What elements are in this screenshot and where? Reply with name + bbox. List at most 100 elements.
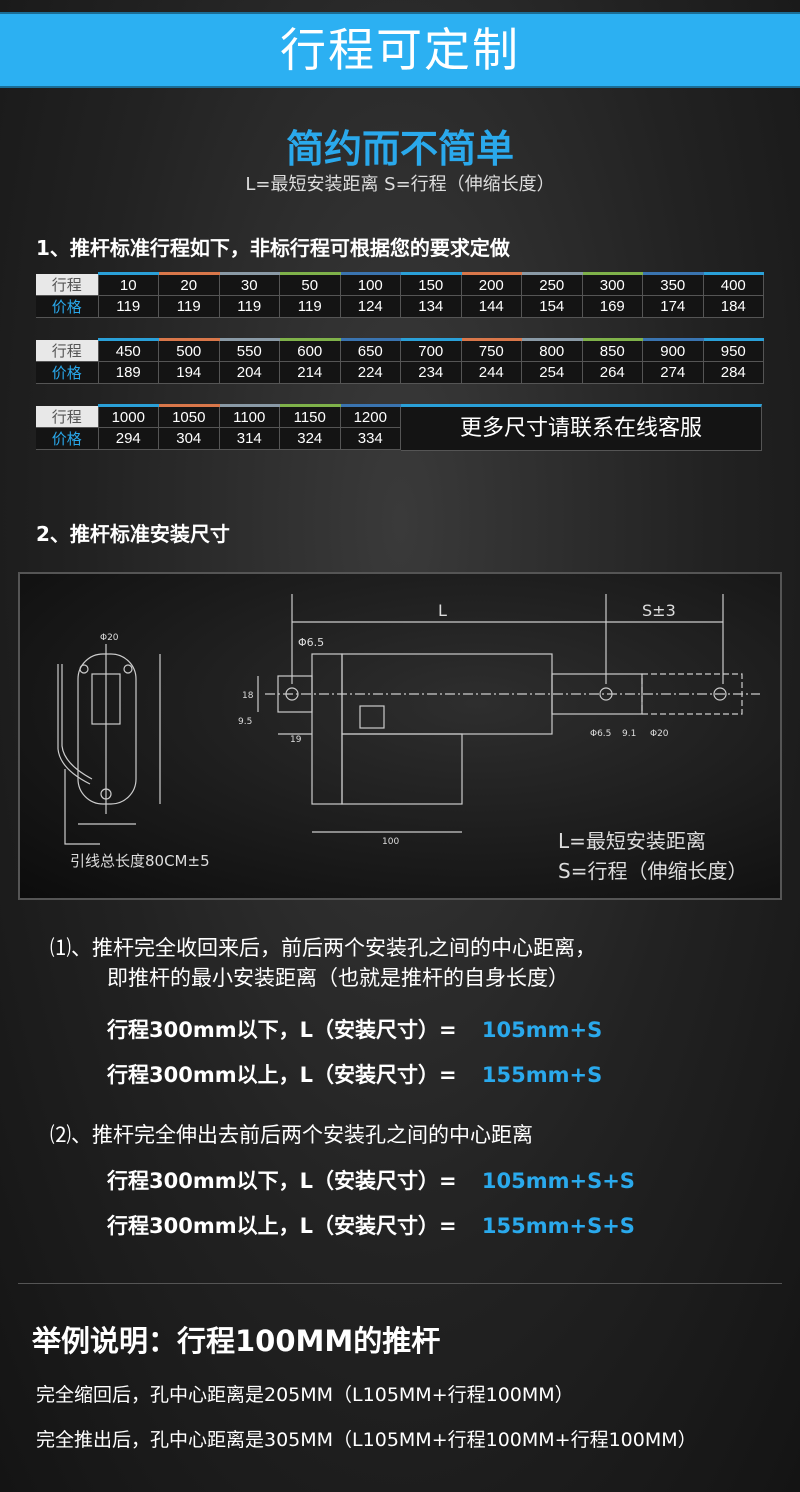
formula-label: 行程300mm以上，L（安装尺寸）= xyxy=(107,1214,457,1238)
price-cell: 294 xyxy=(98,427,159,450)
price-cell: 244 xyxy=(461,361,522,384)
price-cell: 184 xyxy=(703,295,764,318)
note-1-line-1: ⑴、推杆完全收回来后，前后两个安装孔之间的中心距离， xyxy=(50,936,596,960)
stroke-cell: 1150 xyxy=(279,404,341,428)
stroke-cell: 300 xyxy=(582,272,643,296)
price-cell: 119 xyxy=(158,295,220,318)
price-cell: 304 xyxy=(158,427,220,450)
price-cell: 264 xyxy=(582,361,643,384)
price-cell: 214 xyxy=(279,361,341,384)
price-cell: 334 xyxy=(340,427,401,450)
label-9.5: 9.5 xyxy=(238,717,252,727)
slogan: 简约而不简单 xyxy=(285,127,514,171)
note-1-line-2: 即推杆的最小安装距离（也就是推杆的自身长度） xyxy=(107,966,569,990)
price-label: 价格 xyxy=(36,427,99,450)
stroke-label: 行程 xyxy=(36,273,99,296)
stroke-label: 行程 xyxy=(36,339,99,362)
stroke-cell: 200 xyxy=(461,272,522,296)
label-18: 18 xyxy=(242,691,254,701)
stroke-cell: 600 xyxy=(279,338,341,362)
legend-L: L=最短安装距离 xyxy=(558,829,706,853)
stroke-cell: 950 xyxy=(703,338,764,362)
stroke-cell: 550 xyxy=(219,338,280,362)
price-cell: 224 xyxy=(340,361,401,384)
label-phi65b: Φ6.5 xyxy=(590,729,611,739)
price-cell: 134 xyxy=(400,295,462,318)
stroke-cell: 10 xyxy=(98,272,159,296)
formula-value: 155mm+S+S xyxy=(481,1214,635,1238)
lead-length-label: 引线总长度80CM±5 xyxy=(70,852,210,870)
stroke-cell: 650 xyxy=(340,338,401,362)
label-phi20: Φ20 xyxy=(650,729,669,739)
price-cell: 274 xyxy=(642,361,704,384)
stroke-cell: 50 xyxy=(279,272,341,296)
stroke-cell: 750 xyxy=(461,338,522,362)
price-label: 价格 xyxy=(36,295,99,318)
stroke-cell: 500 xyxy=(158,338,220,362)
header-banner: 行程可定制 xyxy=(0,12,800,88)
stroke-label: 行程 xyxy=(36,405,99,428)
label-100: 100 xyxy=(382,837,399,847)
formula-label: 行程300mm以下，L（安装尺寸）= xyxy=(107,1018,457,1042)
section2-title: 2、推杆标准安装尺寸 xyxy=(36,522,230,546)
stroke-cell: 1200 xyxy=(340,404,401,428)
stroke-cell: 20 xyxy=(158,272,220,296)
label-9.1: 9.1 xyxy=(622,729,636,739)
formula-value: 155mm+S xyxy=(481,1063,603,1087)
price-cell: 144 xyxy=(461,295,522,318)
label-phi20-motor: Φ20 xyxy=(100,633,119,643)
stroke-cell: 850 xyxy=(582,338,643,362)
actuator-drawing: L S±3 Φ6.5 18 9.5 19 100 Φ6.5 9.1 Φ20 Φ2… xyxy=(57,594,760,883)
stroke-cell: 450 xyxy=(98,338,159,362)
formula-4: 行程300mm以上，L（安装尺寸）= 155mm+S+S xyxy=(107,1210,635,1240)
stroke-cell: 150 xyxy=(400,272,462,296)
stroke-cell: 350 xyxy=(642,272,704,296)
stroke-cell: 800 xyxy=(521,338,583,362)
formula-1: 行程300mm以下，L（安装尺寸）= 105mm+S xyxy=(107,1014,602,1044)
price-cell: 284 xyxy=(703,361,764,384)
formula-label: 行程300mm以上，L（安装尺寸）= xyxy=(107,1063,457,1087)
formula-value: 105mm+S+S xyxy=(481,1169,635,1193)
formula-2: 行程300mm以上，L（安装尺寸）= 155mm+S xyxy=(107,1059,602,1089)
stroke-cell: 900 xyxy=(642,338,704,362)
dimension-diagram: L S±3 Φ6.5 18 9.5 19 100 Φ6.5 9.1 Φ20 Φ2… xyxy=(18,572,782,900)
price-cell: 314 xyxy=(219,427,280,450)
price-cell: 234 xyxy=(400,361,462,384)
subtitle: L=最短安装距离 S=行程（伸缩长度） xyxy=(245,174,555,195)
stroke-cell: 1050 xyxy=(158,404,220,428)
price-cell: 169 xyxy=(582,295,643,318)
example-line-2: 完全推出后，孔中心距离是305MM（L105MM+行程100MM+行程100MM… xyxy=(36,1429,697,1451)
formula-3: 行程300mm以下，L（安装尺寸）= 105mm+S+S xyxy=(107,1165,635,1195)
price-cell: 119 xyxy=(279,295,341,318)
example-line-1: 完全缩回后，孔中心距离是205MM（L105MM+行程100MM） xyxy=(36,1384,574,1406)
price-cell: 254 xyxy=(521,361,583,384)
price-cell: 189 xyxy=(98,361,159,384)
formula-value: 105mm+S xyxy=(481,1018,603,1042)
formula-label: 行程300mm以下，L（安装尺寸）= xyxy=(107,1169,457,1193)
price-cell: 119 xyxy=(219,295,280,318)
label-19: 19 xyxy=(290,735,302,745)
price-cell: 119 xyxy=(98,295,159,318)
note-2-line-1: ⑵、推杆完全伸出去前后两个安装孔之间的中心距离 xyxy=(50,1123,533,1147)
price-cell: 204 xyxy=(219,361,280,384)
price-cell: 324 xyxy=(279,427,341,450)
stroke-cell: 1000 xyxy=(98,404,159,428)
price-cell: 124 xyxy=(340,295,401,318)
legend-S: S=行程（伸缩长度） xyxy=(558,859,747,883)
label-L: L xyxy=(438,601,447,620)
stroke-cell: 700 xyxy=(400,338,462,362)
label-phi65: Φ6.5 xyxy=(298,636,324,649)
example-title: 举例说明：行程100MM的推杆 xyxy=(32,1324,441,1358)
section1-title: 1、推杆标准行程如下，非标行程可根据您的要求定做 xyxy=(36,236,510,260)
stroke-cell: 100 xyxy=(340,272,401,296)
price-cell: 174 xyxy=(642,295,704,318)
stroke-cell: 400 xyxy=(703,272,764,296)
